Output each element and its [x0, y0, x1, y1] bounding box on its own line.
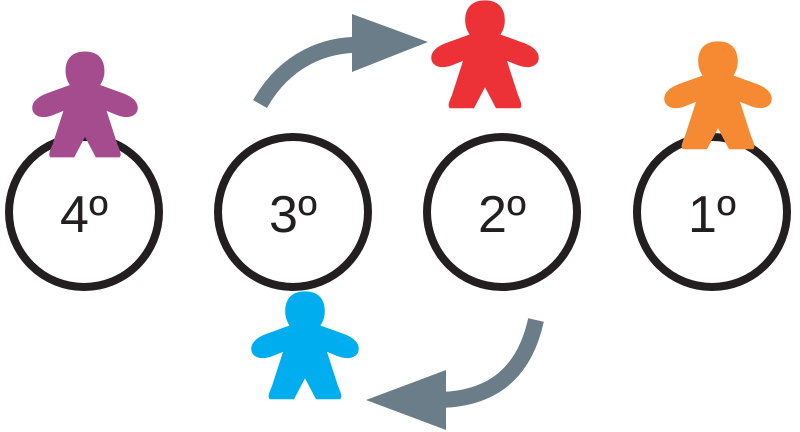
arrow-bottom — [366, 318, 544, 430]
orange-meeple-icon — [664, 41, 772, 150]
slot-label-1: 1º — [688, 186, 736, 244]
slot-ring-3 — [214, 133, 372, 291]
arrow-top — [253, 14, 428, 109]
slot-label-3: 3º — [269, 186, 317, 244]
red-meeple-icon — [431, 0, 539, 109]
slot-label-2: 2º — [478, 186, 526, 244]
slot-label-4: 4º — [60, 186, 108, 244]
slot-ring-2 — [423, 133, 581, 291]
blue-meeple-icon — [251, 291, 359, 400]
